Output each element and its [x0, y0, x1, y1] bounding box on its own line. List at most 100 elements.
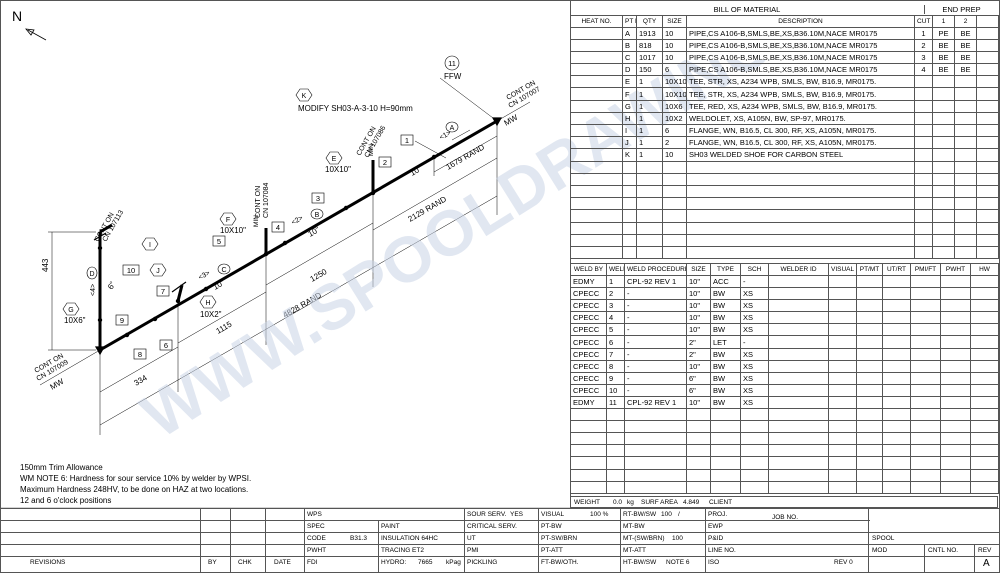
bom-cell-blank [636, 184, 663, 199]
weld-cell-proc: - [624, 371, 687, 385]
svg-text:10": 10" [307, 225, 322, 239]
date-label: DATE [274, 559, 291, 566]
bom-cell-blank [662, 172, 687, 186]
weld-cell-blank [882, 287, 911, 301]
bom-cell-blank [914, 245, 933, 260]
weld-row-blank [570, 480, 999, 494]
weld-cell-no: 8 [606, 359, 625, 373]
note-line: 12 and 6 o'clock positions [20, 496, 112, 505]
bom-cell-blank [570, 197, 623, 211]
weld-cell-by: CPECC [570, 287, 607, 301]
weld-cell-blank [710, 408, 741, 422]
weld-cell-blank [882, 444, 911, 458]
weld-cell-blank [606, 444, 625, 458]
bom-cell-blank [570, 136, 623, 150]
weld-cell-blank [828, 444, 857, 458]
weld-cell-blank [882, 383, 911, 397]
spec-label: SPEC [307, 523, 325, 530]
weld-cell-blank [882, 468, 911, 482]
surf-area-label: SURF AREA [641, 499, 678, 506]
weld-cell-blank [940, 432, 971, 446]
bom-cell-blank [570, 172, 623, 186]
bom-cell-blank [932, 160, 955, 174]
weld-cell-type: BW [710, 371, 741, 385]
bom-cell-size: 10 [662, 38, 687, 52]
bom-cell-blank [636, 209, 663, 223]
sour-label: SOUR SERV. [467, 511, 507, 518]
bom-cell-desc: PIPE,CS A106-B,SMLS,BE,XS,B36.10M,NACE M… [686, 38, 915, 52]
weld-cell-blank [624, 408, 687, 422]
weld-cell-type: BW [710, 311, 741, 325]
svg-text:6": 6" [106, 280, 118, 291]
weld-cell-sch: - [740, 335, 769, 349]
weld-cell-no: 3 [606, 299, 625, 313]
svg-text:I: I [149, 242, 151, 249]
bom-cell-blank [932, 172, 955, 186]
bom-cell-blank [932, 209, 955, 223]
weld-cell-blank [768, 408, 829, 422]
weld-cell-sch: XS [740, 347, 769, 361]
svg-text:443: 443 [41, 258, 50, 272]
weld-cell-blank [768, 371, 829, 385]
rev-label: REV [978, 547, 992, 554]
weld-cell-size: 10" [686, 395, 711, 410]
svg-text:D: D [89, 271, 94, 278]
bom-cell-blank [954, 160, 977, 174]
spool-label: SPOOL [872, 535, 895, 542]
ft-bw-oth-label: FT-BW/OTH. [541, 559, 579, 566]
weld-cell-blank [970, 395, 999, 410]
weld-cell-blank [910, 359, 941, 373]
svg-text:3: 3 [316, 194, 320, 203]
bom-cell-blank [570, 75, 623, 89]
weld-cell-blank [970, 432, 999, 446]
weld-cell-blank [768, 480, 829, 494]
weld-cell-blank [856, 287, 883, 301]
pipe-run [98, 119, 498, 352]
col-weld-proc: WELD PROCEDURE [624, 263, 687, 276]
weld-cell-blank [910, 335, 941, 349]
bom-cell-e2 [954, 75, 977, 89]
bom-cell-desc: PIPE,CS A106-B,SMLS,BE,XS,B36.10M,NACE M… [686, 50, 915, 65]
weld-cell-blank [710, 444, 741, 458]
weld-cell-blank [624, 468, 687, 482]
svg-text:9: 9 [120, 316, 124, 325]
weld-cell-no: 2 [606, 287, 625, 301]
weld-cell-blank [768, 395, 829, 410]
bom-cell-blank [976, 245, 999, 260]
bom-cell-qty: 1 [636, 99, 663, 113]
sour-value: YES [510, 511, 524, 518]
svg-text:6: 6 [164, 341, 168, 350]
bom-cell-blank [976, 136, 999, 150]
bom-cell-blank [976, 209, 999, 223]
weld-cell-blank [882, 420, 911, 434]
weld-cell-blank [970, 359, 999, 373]
bom-cell-e2 [954, 136, 977, 150]
bom-cell-e2: BE [954, 26, 977, 40]
weld-cell-blank [940, 480, 971, 494]
svg-text:7: 7 [161, 287, 165, 296]
svg-text:B: B [315, 212, 320, 219]
bom-cell-cut [914, 75, 933, 89]
bom-cell-blank [622, 221, 637, 235]
bom-cell-blank [662, 197, 687, 211]
north-label: N [12, 8, 23, 24]
weld-number-tags: 1 2 3 4 5 6 7 8 9 10 11 [115, 55, 460, 360]
weld-cell-proc: - [624, 311, 687, 325]
weld-cell-blank [910, 274, 941, 289]
bom-cell-blank [622, 233, 637, 247]
weld-cell-no: 4 [606, 311, 625, 325]
svg-text:2: 2 [383, 158, 387, 167]
ffw-label: FFW [444, 72, 462, 81]
weld-cell-blank [940, 323, 971, 337]
weld-points [97, 154, 437, 338]
weld-cell-blank [768, 468, 829, 482]
svg-text:8: 8 [138, 350, 142, 359]
flange-symbols [93, 117, 503, 356]
weld-cell-blank [910, 468, 941, 482]
bom-cell-blank [954, 245, 977, 260]
bom-cell-blank [570, 221, 623, 235]
